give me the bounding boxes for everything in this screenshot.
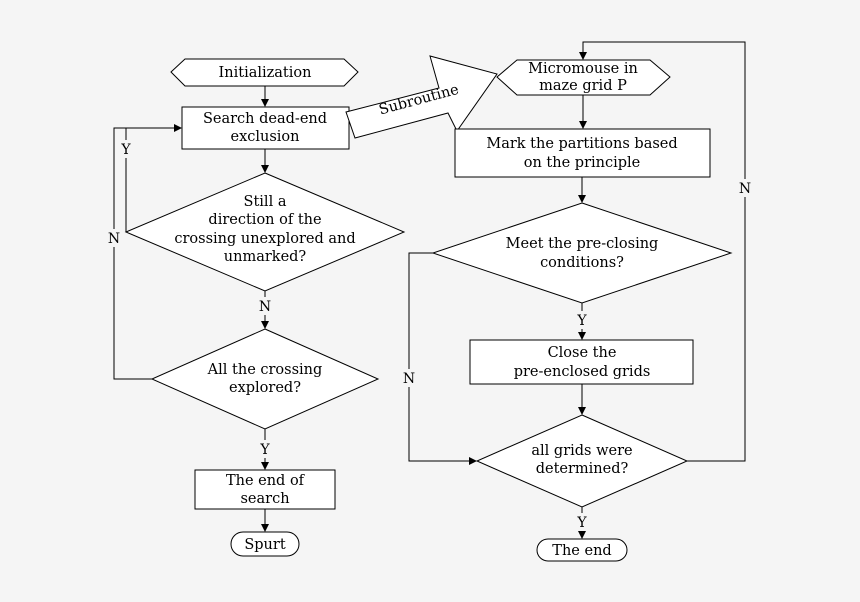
end-of-search-box [194, 469, 336, 510]
search-box-line-2: exclusion [230, 129, 299, 145]
initialization-label: Initialization [219, 65, 312, 81]
arrowhead [261, 165, 269, 173]
arrowhead [261, 99, 269, 107]
spurt-label: Spurt [244, 537, 285, 553]
decision-preclosing-line-2: conditions? [540, 255, 624, 271]
subroutine-arrow [345, 55, 498, 139]
arrowhead [579, 121, 587, 129]
search-dead-end-box [181, 106, 350, 150]
label-y-loop: Y [120, 142, 131, 158]
end-of-search-line-1: The end of [226, 473, 306, 489]
mark-partitions-box [454, 128, 711, 178]
end-of-search-line-2: search [240, 491, 289, 507]
close-grids-line-1: Close the [548, 345, 617, 361]
arrowhead [261, 524, 269, 532]
label-n-loop: N [108, 231, 120, 247]
close-grids-box [469, 339, 694, 385]
the-end-terminal [536, 538, 628, 562]
decision-all-explored [150, 328, 380, 430]
search-box-line-1: Search dead-end [203, 111, 327, 127]
label-n-down: N [259, 299, 271, 315]
decision-unexplored-line-2: direction of the [208, 212, 321, 228]
mark-partitions-line-1: Mark the partitions based [486, 136, 677, 152]
decision-all-grids-line-1: all grids were [531, 443, 632, 459]
close-grids-line-2: pre-enclosed grids [514, 364, 651, 380]
label-n-bypass: N [403, 371, 415, 387]
arrowhead [469, 457, 477, 465]
decision-preclosing-line-1: Meet the pre-closing [506, 236, 659, 252]
micromouse-terminal [496, 59, 671, 96]
arrowhead [174, 124, 182, 132]
label-y-close: Y [576, 313, 587, 329]
initialization-terminal [170, 58, 359, 87]
no-loop-line [113, 127, 152, 380]
arrowhead [578, 531, 586, 539]
arrowhead [578, 332, 586, 340]
no-loop-line-right [582, 41, 746, 462]
the-end-label: The end [552, 543, 611, 559]
label-y-end: Y [576, 515, 587, 531]
arrowhead [578, 407, 586, 415]
decision-unexplored-line-1: Still a [244, 194, 287, 210]
micromouse-line-1: Micromouse in [528, 61, 638, 77]
micromouse-line-2: maze grid P [539, 78, 627, 94]
arrowhead [261, 462, 269, 470]
decision-all-explored-line-2: explored? [229, 380, 301, 396]
label-y-down: Y [259, 442, 270, 458]
arrowhead [578, 195, 586, 203]
no-bypass-line [408, 252, 470, 462]
spurt-terminal [230, 531, 300, 557]
decision-unexplored-line-4: unmarked? [224, 249, 307, 265]
decision-all-explored-line-1: All the crossing [207, 362, 323, 378]
arrowhead [579, 52, 587, 60]
mark-partitions-line-2: on the principle [524, 155, 640, 171]
decision-unexplored-line-3: crossing unexplored and [174, 231, 355, 247]
decision-all-grids-line-2: determined? [536, 461, 629, 477]
label-n-loop-right: N [739, 181, 751, 197]
arrowhead [261, 321, 269, 329]
decision-preclosing [431, 202, 733, 304]
